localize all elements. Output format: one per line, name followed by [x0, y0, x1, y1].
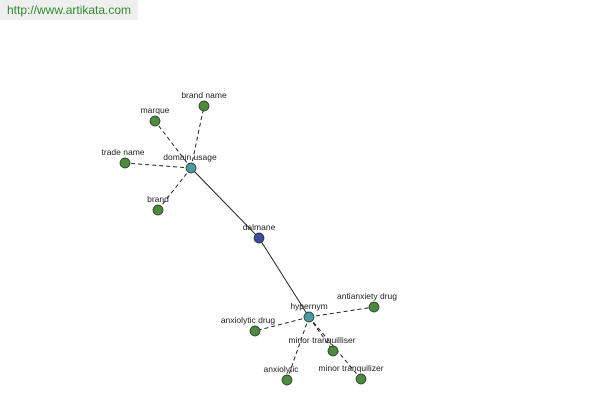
minor-tranquilizer-label[interactable]: minor tranquilizer [318, 363, 383, 373]
hypernym-node[interactable] [303, 311, 315, 323]
anxiolytic-drug-node[interactable] [249, 325, 261, 337]
trade-name-node[interactable] [119, 157, 131, 169]
marque-label[interactable]: marque [141, 105, 170, 115]
graph-edges [124, 105, 375, 381]
edge-hypernym-minor-tranquilliser [308, 316, 334, 352]
edge-domain-usage-marque [154, 120, 192, 169]
edge-hypernym-antianxiety-drug [308, 306, 375, 318]
graph-nodes [119, 100, 380, 386]
brand-label[interactable]: brand [147, 194, 169, 204]
edge-domain-usage-trade-name [124, 162, 192, 169]
edge-dalmane-hypernym [258, 237, 310, 318]
site-url-link[interactable]: http://www.artikata.com [0, 0, 138, 20]
marque-node[interactable] [149, 115, 161, 127]
antianxiety-drug-label[interactable]: antianxiety drug [337, 291, 397, 301]
anxiolytic-node[interactable] [281, 374, 293, 386]
trade-name-label[interactable]: trade name [102, 147, 145, 157]
edge-domain-usage-brand-name [190, 105, 205, 169]
brand-node[interactable] [152, 204, 164, 216]
anxiolytic-label[interactable]: anxiolytic [264, 364, 300, 374]
edge-domain-usage-brand [157, 167, 192, 211]
domain-usage-node[interactable] [185, 162, 197, 174]
anxiolytic-drug-label[interactable]: anxiolytic drug [221, 315, 276, 325]
edge-hypernym-anxiolytic-drug [254, 316, 310, 332]
minor-tranquilliser-label[interactable]: minor tranquilliser [288, 335, 355, 345]
antianxiety-drug-node[interactable] [368, 301, 380, 313]
dalmane-label[interactable]: dalmane [243, 222, 276, 232]
graph-labels: dalmane domain usage hypernym brand name mar… [102, 90, 398, 374]
hypernym-label[interactable]: hypernym [290, 301, 327, 311]
minor-tranquilliser-node[interactable] [327, 345, 339, 357]
brand-name-node[interactable] [198, 100, 210, 112]
brand-name-label[interactable]: brand name [181, 90, 227, 100]
minor-tranquilizer-node[interactable] [355, 373, 367, 385]
dalmane-node[interactable] [253, 232, 265, 244]
domain-usage-label[interactable]: domain usage [163, 152, 217, 162]
edge-dalmane-domain-usage [190, 167, 260, 239]
